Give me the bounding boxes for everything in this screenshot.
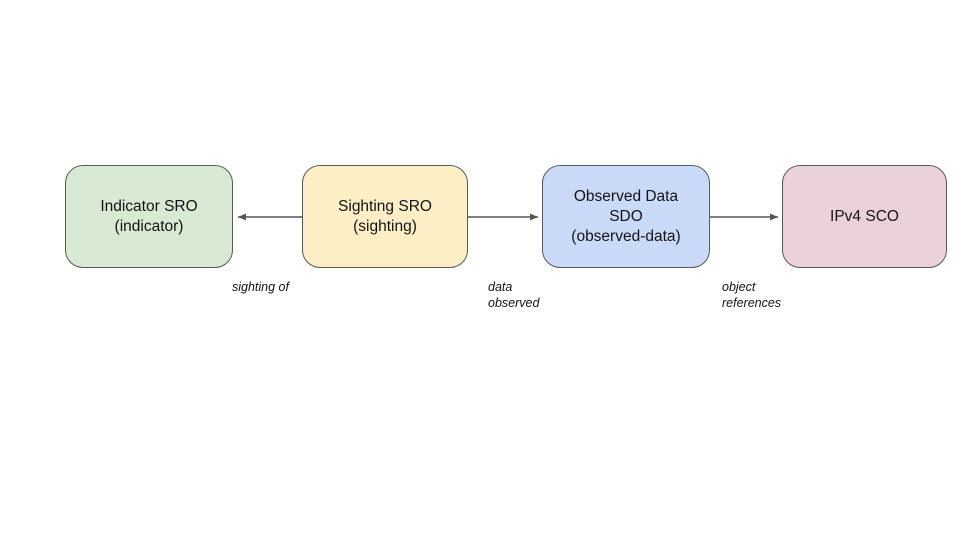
node-ipv4-sco: IPv4 SCO: [782, 165, 947, 268]
node-observed-data-sdo-label: Observed Data SDO (observed-data): [571, 187, 681, 245]
node-indicator-sro-label: Indicator SRO (indicator): [100, 197, 198, 235]
node-sighting-sro: Sighting SRO (sighting): [302, 165, 468, 268]
edge-label-data-observed: data observed: [488, 280, 540, 310]
edge-label-sighting-of: sighting of: [232, 280, 289, 294]
node-indicator-sro: Indicator SRO (indicator): [65, 165, 233, 268]
node-sighting-sro-label: Sighting SRO (sighting): [338, 197, 432, 235]
node-observed-data-sdo: Observed Data SDO (observed-data): [542, 165, 710, 268]
node-ipv4-sco-label: IPv4 SCO: [830, 207, 899, 225]
edge-label-object-references: object references: [722, 280, 782, 310]
